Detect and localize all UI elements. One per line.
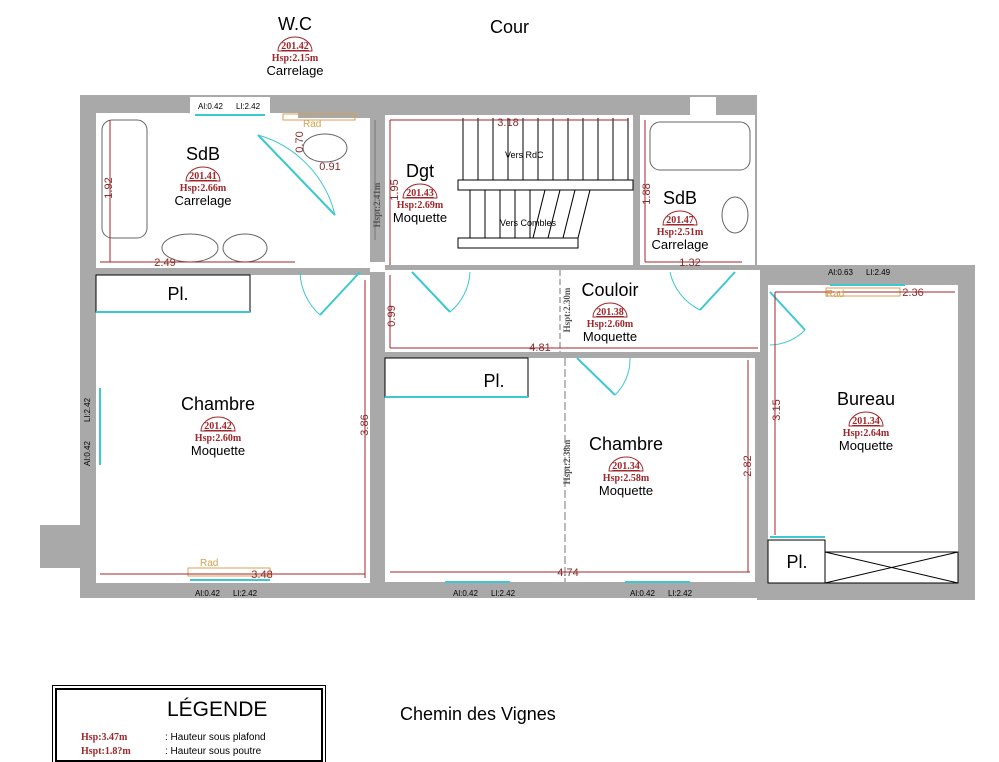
room-ceiling-height: Hsp:2.60m [195, 433, 242, 444]
room-floor-type: Moquette [393, 210, 447, 225]
dimension-label: 0.70 [294, 131, 306, 152]
room-ceiling-height: Hsp:2.51m [657, 227, 704, 238]
dimension-label: 1.32 [679, 257, 700, 269]
room-ceiling-height: Hsp:2.69m [397, 200, 444, 211]
room-code: 201.34 [852, 416, 880, 427]
dimension-label: 4.74 [557, 567, 578, 579]
stair-step [562, 189, 576, 239]
dimension-label: 0.99 [386, 305, 398, 326]
window-width: Ll:2.42 [83, 397, 92, 422]
dimension-label: 1.88 [641, 183, 653, 204]
room-floor-type: Moquette [839, 438, 893, 453]
dimension-label: 3.86 [359, 414, 371, 435]
beam-height-label: Hspt:2.38m [562, 439, 572, 484]
dimension-label: 2.36 [902, 287, 923, 299]
legend-key: Hsp:3.47m [81, 732, 128, 743]
courtyard-label: Cour [490, 17, 529, 37]
room-floor-type: Carrelage [174, 193, 231, 208]
stairs-up-label: Vers Combles [500, 218, 557, 228]
room-code: 201.38 [596, 307, 624, 318]
room-code: 201.41 [189, 171, 217, 182]
legend-row: Hsp:3.47m : Hauteur sous plafond [81, 732, 266, 743]
room-name: Bureau [837, 389, 895, 409]
radiator-label: Rad [200, 558, 218, 569]
stair-step [547, 189, 561, 239]
room-marker [848, 411, 884, 427]
room-marker [608, 456, 644, 472]
room-floor-type: Moquette [599, 483, 653, 498]
dimension-lines [100, 119, 955, 578]
closet-label: Pl. [483, 371, 504, 391]
legend-desc: : Hauteur sous poutre [165, 746, 262, 757]
room-name: Chambre [181, 394, 255, 414]
dimension-label: 1.95 [389, 179, 401, 200]
window-sill-height: Al:0.42 [198, 102, 223, 111]
room-ceiling-height: Hsp:2.64m [843, 428, 890, 439]
dimension-label: 3.18 [497, 117, 518, 129]
dimension-label: 2.82 [742, 455, 754, 476]
room-ceiling-height: Hsp:2.58m [603, 473, 650, 484]
room-ceiling-height: Hsp:2.66m [180, 183, 227, 194]
window-sill-height: Al:0.63 [828, 268, 853, 277]
window-sill-height: Al:0.42 [83, 441, 92, 466]
window-width: Ll:2.42 [236, 102, 261, 111]
room-floor-type: Carrelage [266, 63, 323, 78]
room-ceiling-height: Hsp:2.15m [272, 53, 319, 64]
room-floor-type: Moquette [583, 329, 637, 344]
dimension-label: 3.15 [771, 399, 783, 420]
room-name: SdB [663, 188, 697, 208]
dimension-label: 4.81 [529, 342, 550, 354]
room-marker [592, 302, 628, 318]
stairs-down-label: Vers RdC [505, 150, 544, 160]
legend-desc: : Hauteur sous plafond [165, 732, 266, 743]
room-code: 201.43 [406, 188, 434, 199]
stair-step [577, 189, 591, 239]
legend: LÉGENDE Hsp:3.47m: Hauteur sous plafond … [52, 685, 326, 762]
legend-key: Hspt:1.8?m [81, 746, 131, 757]
room-name: W.C [278, 14, 312, 34]
room-name: Couloir [581, 280, 638, 300]
room-marker [402, 183, 438, 199]
window-sill-height: Al:0.42 [453, 589, 478, 598]
window-width: Ll:2.42 [233, 589, 258, 598]
room-code: 201.34 [612, 461, 640, 472]
window-sill-height: Al:0.42 [195, 589, 220, 598]
window-sill-height: Al:0.42 [630, 589, 655, 598]
window-width: Ll:2.49 [866, 268, 891, 277]
dimension-label: 3.48 [251, 569, 272, 581]
beam-height-label: Hspt:2.41m [372, 182, 382, 227]
room-floors [96, 97, 958, 583]
room-code: 201.42 [204, 421, 232, 432]
room-code: 201.42 [281, 41, 309, 52]
room-name: Chambre [589, 434, 663, 454]
room-marker [662, 210, 698, 226]
interior-lines [95, 119, 959, 584]
room-marker [185, 166, 221, 182]
dimension-label: 1.92 [103, 177, 115, 198]
stair-step [532, 189, 546, 239]
stairs [462, 118, 629, 239]
radiator-label: Rad [826, 289, 844, 300]
doors [96, 114, 905, 583]
window-width: Ll:2.42 [668, 589, 693, 598]
room-marker [277, 36, 313, 52]
window-width: Ll:2.42 [491, 589, 516, 598]
closet-label: Pl. [167, 284, 188, 304]
legend-title: LÉGENDE [167, 698, 268, 721]
dimension-label: 0.91 [319, 161, 340, 173]
street-label: Chemin des Vignes [400, 704, 556, 724]
room-code: 201.47 [666, 215, 694, 226]
dimension-label: 2.49 [154, 257, 175, 269]
closet-label: Pl. [786, 552, 807, 572]
room-marker [200, 416, 236, 432]
room-floor-type: Carrelage [651, 237, 708, 252]
room-floor-type: Moquette [191, 443, 245, 458]
radiator-label: Rad [303, 119, 321, 130]
room-name: Dgt [406, 161, 434, 181]
room-name: SdB [186, 144, 220, 164]
room-ceiling-height: Hsp:2.60m [587, 319, 634, 330]
legend-row: Hspt:1.8?m : Hauteur sous poutre [81, 746, 261, 757]
beam-height-label: Hspt:2.30m [562, 287, 572, 332]
